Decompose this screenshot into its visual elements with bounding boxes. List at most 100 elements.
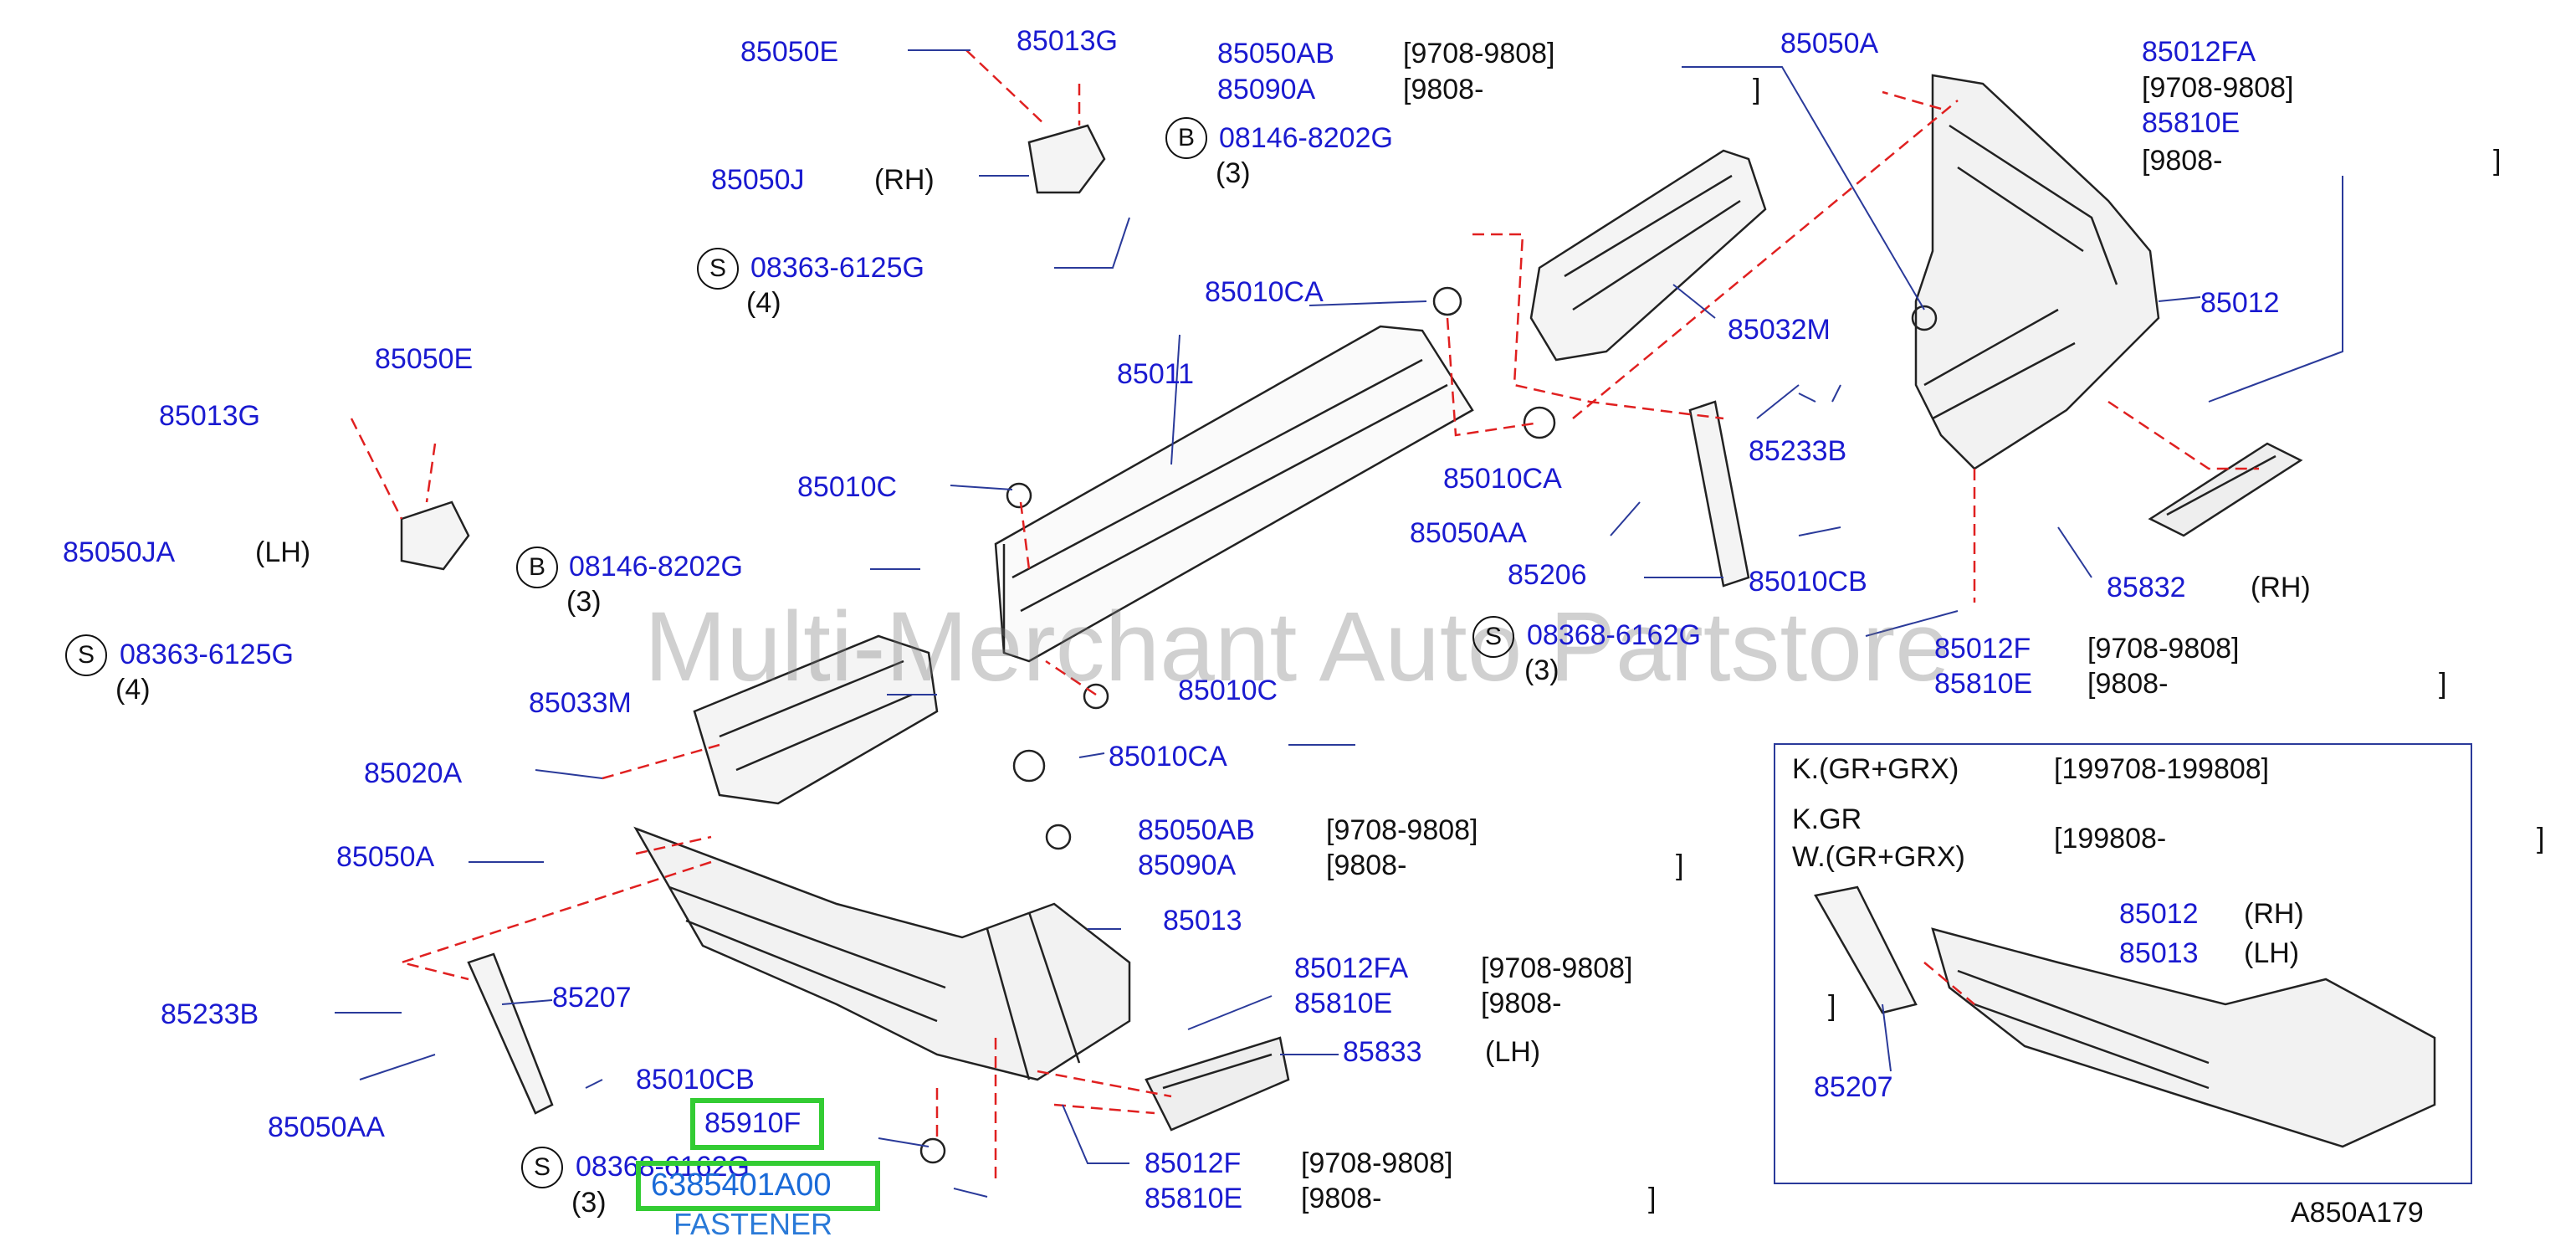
clip-85050AB — [1045, 824, 1072, 850]
qty-3-left: (3) — [566, 586, 602, 618]
b-marker-left: B — [516, 547, 558, 588]
part-85050AB-top[interactable]: 85050AB — [1217, 38, 1334, 69]
clip-85050A-right — [1911, 305, 1938, 331]
part-85013G-mid[interactable]: 85013G — [159, 400, 260, 432]
part-08368-6162G-bottom[interactable]: 08368-6162G — [576, 1151, 750, 1183]
part-85012F-bottom[interactable]: 85012F — [1145, 1147, 1242, 1179]
part-85012F-right[interactable]: 85012F — [1934, 633, 2031, 665]
part-08363-6125G-left[interactable]: 08363-6125G — [120, 639, 294, 670]
part-85033M[interactable]: 85033M — [529, 687, 632, 719]
part-85233B-mid[interactable]: 85233B — [1749, 435, 1847, 467]
range-9708-9808-b: [9708-9808] — [1326, 814, 1478, 846]
s-marker-bottom: S — [521, 1147, 563, 1188]
inset-bumper — [1931, 927, 2436, 1148]
inset-part-85207[interactable]: 85207 — [1814, 1071, 1893, 1103]
part-85050JA[interactable]: 85050JA — [63, 536, 176, 568]
part-85013-mid[interactable]: 85013 — [1163, 905, 1242, 937]
part-85810E-mid[interactable]: 85810E — [1294, 988, 1393, 1019]
part-85050AB-mid[interactable]: 85050AB — [1138, 814, 1255, 846]
part-85206[interactable]: 85206 — [1508, 559, 1587, 591]
part-85810E-top[interactable]: 85810E — [2142, 107, 2241, 139]
part-85050A-top[interactable]: 85050A — [1780, 28, 1879, 59]
part-85010CB-mid[interactable]: 85010CB — [1749, 566, 1867, 598]
part-6385401A00[interactable]: 6385401A00 — [651, 1168, 832, 1203]
highlight-85910F — [690, 1098, 824, 1150]
range-9708-9808-c: [9708-9808] — [1481, 952, 1633, 984]
bracket-85032M — [1529, 149, 1767, 362]
inset-bracket-close-3: ] — [1828, 990, 1836, 1022]
part-85832[interactable]: 85832 — [2107, 572, 2186, 603]
part-85050E-mid[interactable]: 85050E — [375, 343, 474, 375]
inset-part-85013[interactable]: 85013 — [2119, 937, 2199, 969]
qty-3-top: (3) — [1216, 157, 1251, 189]
inset-bracket-85207 — [1814, 885, 1918, 1014]
clip-85910F — [919, 1137, 946, 1164]
part-85012FA-top[interactable]: 85012FA — [2142, 36, 2256, 68]
qty-4-left: (4) — [115, 674, 151, 706]
part-08368-6162G-mid[interactable]: 08368-6162G — [1527, 619, 1701, 651]
range-9808-b: [9808- — [1326, 849, 1407, 881]
part-85050AA-mid[interactable]: 85050AA — [1410, 517, 1527, 549]
qty-4-top: (4) — [746, 287, 781, 319]
part-85010CA-a[interactable]: 85010CA — [1205, 276, 1324, 308]
side-rh-1: (RH) — [874, 164, 935, 196]
s-marker-top: S — [697, 248, 739, 290]
range-9708-9808-d: [9708-9808] — [1301, 1147, 1453, 1179]
part-85050E-top[interactable]: 85050E — [740, 36, 839, 68]
inset-part-85012[interactable]: 85012 — [2119, 898, 2199, 930]
range-9708-9808-e: [9708-9808] — [2142, 72, 2294, 104]
part-08146-8202G-left[interactable]: 08146-8202G — [569, 551, 743, 583]
part-85012FA-mid[interactable]: 85012FA — [1294, 952, 1409, 984]
part-08146-8202G-top[interactable]: 08146-8202G — [1219, 122, 1393, 154]
part-85011[interactable]: 85011 — [1117, 358, 1195, 390]
inset-side-rh: (RH) — [2244, 898, 2304, 930]
inset-range-1: [199708-199808] — [2054, 753, 2270, 785]
part-85010CA-b[interactable]: 85010CA — [1443, 463, 1562, 495]
highlight-6385401A00 — [636, 1161, 880, 1211]
part-85233B-left[interactable]: 85233B — [161, 998, 259, 1030]
part-85020A[interactable]: 85020A — [364, 757, 463, 789]
part-85050J[interactable]: 85050J — [711, 164, 805, 196]
inset-model-1: K.(GR+GRX) — [1792, 753, 1959, 785]
part-85010C-a[interactable]: 85010C — [797, 471, 898, 503]
part-85012-right[interactable]: 85012 — [2200, 287, 2280, 319]
part-85090A-mid[interactable]: 85090A — [1138, 849, 1237, 881]
bracket-close-e: ] — [2493, 145, 2502, 177]
bracket-85050J — [1027, 124, 1106, 194]
inset-bracket-close-2: ] — [2537, 823, 2545, 855]
range-9708-9808-a: [9708-9808] — [1403, 38, 1555, 69]
part-85090A-top[interactable]: 85090A — [1217, 74, 1316, 105]
part-85207-left[interactable]: 85207 — [552, 982, 632, 1014]
inset-frame — [1774, 743, 2472, 1184]
rear-bumper-right — [1914, 74, 2160, 470]
range-9808-d: [9808- — [1301, 1183, 1382, 1214]
part-85810E-bottom[interactable]: 85810E — [1145, 1183, 1243, 1214]
part-85032M[interactable]: 85032M — [1728, 314, 1831, 346]
clip-85010C-b — [1083, 683, 1109, 710]
bracket-close-f: ] — [2439, 668, 2447, 700]
part-85010C-b[interactable]: 85010C — [1178, 675, 1278, 706]
s-marker-left: S — [65, 634, 107, 676]
step-pad-85833 — [1145, 1036, 1290, 1132]
inset-model-3: W.(GR+GRX) — [1792, 841, 1965, 873]
fastener-caption: FASTENER — [673, 1207, 833, 1241]
range-9808-f: [9808- — [2087, 668, 2169, 700]
rear-bumper-left — [633, 826, 1131, 1081]
watermark: Multi-Merchant Auto Partstore — [644, 592, 1950, 702]
part-08363-6125G-top[interactable]: 08363-6125G — [750, 252, 924, 284]
bracket-85206 — [1688, 400, 1750, 588]
qty-3-mid: (3) — [1524, 654, 1559, 686]
clip-85010CA-c — [1012, 749, 1046, 783]
part-85010CA-c[interactable]: 85010CA — [1109, 741, 1227, 772]
part-85810E-right[interactable]: 85810E — [1934, 668, 2033, 700]
inset-side-lh: (LH) — [2244, 937, 2300, 969]
part-85910F[interactable]: 85910F — [704, 1107, 801, 1139]
s-marker-mid: S — [1472, 616, 1514, 658]
part-85013G-top[interactable]: 85013G — [1017, 25, 1118, 57]
part-85050A-left[interactable]: 85050A — [336, 841, 435, 873]
bracket-85050JA — [400, 500, 470, 571]
part-85833[interactable]: 85833 — [1343, 1036, 1422, 1068]
part-85050AA-left[interactable]: 85050AA — [268, 1111, 385, 1143]
part-85010CB-left[interactable]: 85010CB — [636, 1064, 755, 1096]
